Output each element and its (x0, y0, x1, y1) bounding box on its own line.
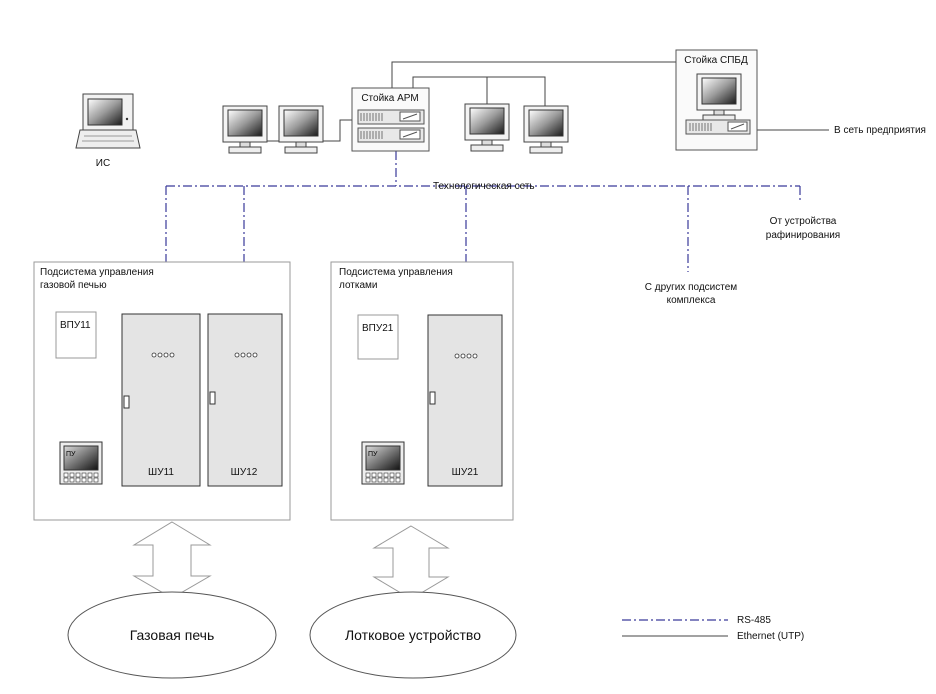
workstation-monitor-icon (523, 105, 569, 154)
subsystem-gas-title-line1: Подсистема управления (40, 267, 154, 278)
refining-label-line1: От устройства (770, 216, 837, 227)
vpu21-label: ВПУ21 (362, 323, 394, 334)
subsystem-trays (330, 261, 514, 521)
workstation-monitor-icon (464, 103, 510, 152)
other-subsystems-label-line1: С других подсистем (645, 282, 738, 293)
arm-rack-label: Стойка АРМ (361, 93, 418, 104)
subsystem-gas-title-line2: газовой печью (40, 280, 107, 291)
tech-network-label: Технологическая сеть (433, 181, 535, 192)
enterprise-network-label: В сеть предприятия (834, 125, 926, 136)
pu11-label: ПУ (66, 451, 76, 458)
shu11-label: ШУ11 (148, 467, 174, 478)
is-laptop-icon (75, 93, 141, 149)
refining-label-line2: рафинирования (766, 229, 840, 241)
gas-furnace (67, 591, 277, 679)
tray-device (309, 591, 517, 679)
other-subsystems-label-line2: комплекса (667, 295, 716, 306)
spbd-rack (675, 49, 758, 151)
shu21-label: ШУ21 (452, 467, 479, 478)
legend: RS-485 Ethernet (UTP) (622, 615, 804, 642)
double-arrow-trays (372, 525, 450, 600)
subsystem-gas-furnace (33, 261, 291, 521)
workstation-monitor-icon (278, 105, 324, 154)
shu12-label: ШУ12 (231, 467, 258, 478)
arm-rack (351, 87, 430, 152)
pu21-label: ПУ (368, 451, 378, 458)
spbd-rack-label: Стойка СПБД (684, 55, 748, 66)
is-label: ИС (96, 158, 110, 169)
subsystem-trays-title-line2: лотками (339, 280, 378, 291)
legend-rs485-label: RS-485 (737, 615, 771, 626)
gas-furnace-label: Газовая печь (130, 627, 215, 643)
subsystem-trays-title-line1: Подсистема управления (339, 267, 453, 278)
workstation-monitor-icon (222, 105, 268, 154)
tray-device-label: Лотковое устройство (345, 627, 481, 643)
double-arrow-gas (132, 521, 212, 599)
vpu11-label: ВПУ11 (60, 320, 91, 331)
legend-ethernet-label: Ethernet (UTP) (737, 631, 804, 642)
